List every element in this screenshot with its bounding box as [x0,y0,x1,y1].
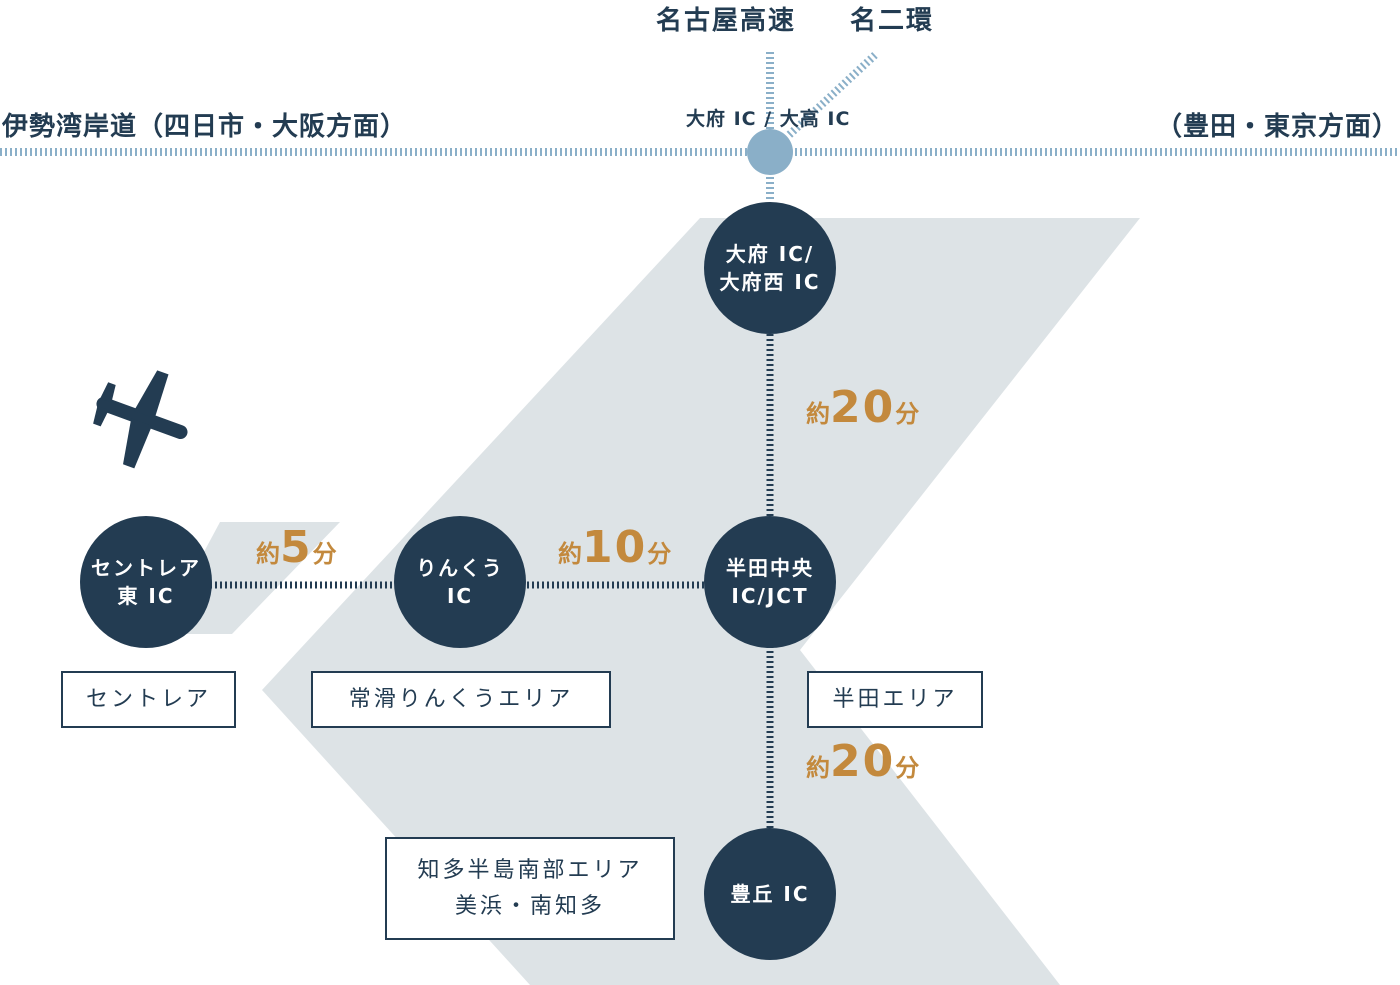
airplane-icon [93,370,188,469]
node-handa-chuo-line1: 半田中央 [726,556,814,580]
node-centrair-higashi-ic: セントレア 東 IC [80,516,212,648]
node-rinku-line1: りんくう [416,556,504,580]
area-chita-line2: 美浜・南知多 [454,893,605,919]
nagoya-expressway-label: 名古屋高速 [656,6,797,36]
time-handa-rinku: 約10分 [558,522,671,573]
area-chita-line1: 知多半島南部エリア [417,857,643,883]
obu-odaka-ic-label: 大府 IC / 大高 IC [686,108,851,130]
node-toyooka-ic: 豊丘 IC [704,828,836,960]
time-handa-rinku-unit: 分 [647,540,672,568]
node-toyooka-line1: 豊丘 IC [730,882,810,906]
time-obu-handa: 約20分 [806,382,919,433]
time-rinku-centrair-prefix: 約 [256,540,280,568]
node-obu-ic: 大府 IC/ 大府西 IC [704,202,836,334]
node-obu-line1: 大府 IC/ [725,242,815,266]
node-centrair-line1: セントレア [91,556,201,580]
time-rinku-centrair-value: 5 [280,522,313,573]
node-centrair-line2: 東 IC [117,584,175,608]
area-tokoname-label: 常滑りんくうエリア [348,686,574,712]
area-handa: 半田エリア [807,671,983,728]
area-handa-label: 半田エリア [832,686,958,712]
time-handa-rinku-prefix: 約 [558,540,582,568]
area-tokoname-rinku: 常滑りんくうエリア [311,671,611,728]
time-handa-toyooka-unit: 分 [895,754,920,782]
area-chita-south: 知多半島南部エリア 美浜・南知多 [385,837,675,940]
time-obu-handa-unit: 分 [895,400,920,428]
chita-peninsula-shape [262,218,1140,985]
meinikan-label: 名二環 [850,6,935,36]
time-rinku-centrair: 約5分 [256,522,337,573]
east-direction-label: （豊田・東京方面） [1156,112,1400,142]
time-handa-toyooka-prefix: 約 [806,754,830,782]
isewangan-west-label: 伊勢湾岸道（四日市・大阪方面） [2,112,408,142]
area-centrair-label: セントレア [85,686,211,712]
node-handa-chuo-ic: 半田中央 IC/JCT [704,516,836,648]
time-handa-toyooka: 約20分 [806,736,919,787]
node-rinku-line2: IC [446,584,474,608]
node-handa-chuo-line2: IC/JCT [731,584,809,608]
time-handa-toyooka-value: 20 [830,736,896,787]
time-obu-handa-value: 20 [830,382,896,433]
time-obu-handa-prefix: 約 [806,400,830,428]
obu-odaka-junction-dot [747,129,793,175]
time-rinku-centrair-unit: 分 [312,540,337,568]
area-centrair: セントレア [61,671,236,728]
node-rinku-ic: りんくう IC [394,516,526,648]
time-handa-rinku-value: 10 [582,522,648,573]
node-obu-line2: 大府西 IC [719,270,821,294]
